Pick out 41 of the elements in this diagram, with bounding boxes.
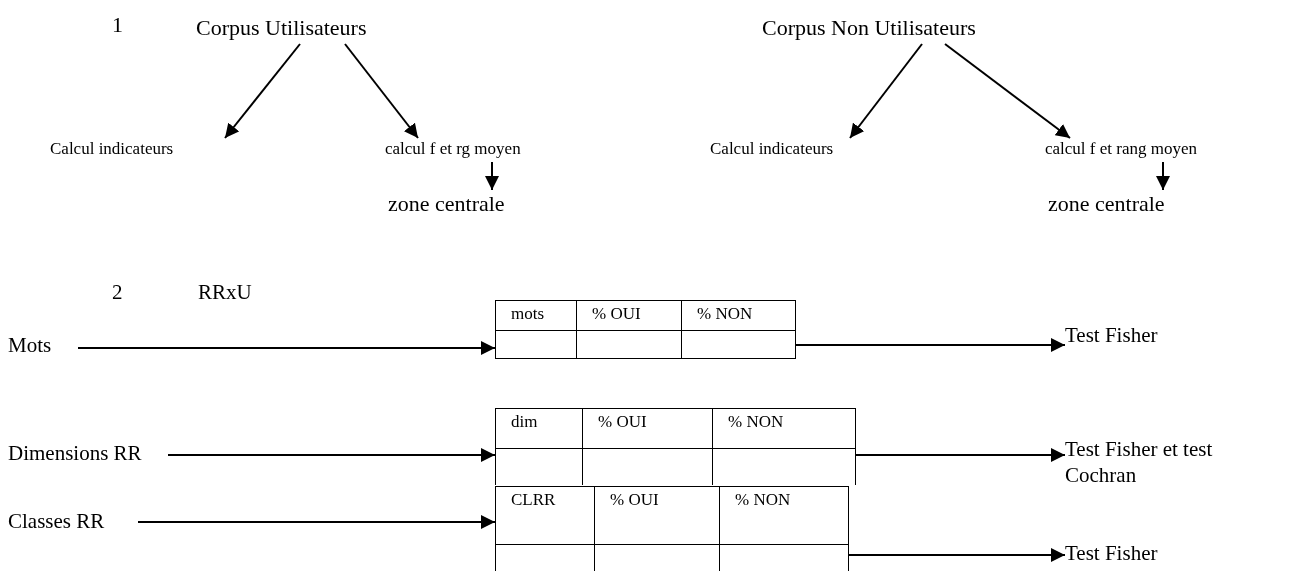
node-text: Corpus Non Utilisateurs [762, 14, 1082, 44]
column-header: % OUI [582, 408, 713, 449]
column-header: mots [495, 300, 577, 331]
node-text: Classes RR [8, 508, 138, 536]
node-text: Test Fisher et test Cochran [1065, 436, 1265, 490]
node-text: calcul f et rg moyen [385, 138, 610, 162]
column-header: % NON [681, 300, 796, 331]
arrow [167, 448, 496, 462]
arrow [77, 341, 496, 355]
node-text: Calcul indicateurs [710, 138, 910, 162]
step-number: 2 [112, 282, 123, 303]
node-text: Test Fisher [1065, 322, 1195, 352]
column-header: CLRR [495, 486, 595, 545]
node-text: zone centrale [388, 190, 568, 220]
node-text: calcul f et rang moyen [1045, 138, 1295, 162]
node-text: Dimensions RR [8, 440, 168, 468]
data-table [495, 300, 796, 359]
arrow [344, 43, 419, 139]
arrow [849, 43, 923, 139]
step-number: RRxU [198, 282, 252, 303]
column-header: % NON [712, 408, 856, 449]
data-table [495, 408, 856, 485]
node-text: Mots [8, 332, 78, 360]
arrow [1156, 161, 1170, 191]
arrow [224, 43, 301, 139]
column-header: dim [495, 408, 583, 449]
arrow [794, 338, 1066, 352]
node-text: zone centrale [1048, 190, 1228, 220]
arrow [854, 448, 1066, 462]
data-table [495, 486, 849, 571]
node-text: Test Fisher [1065, 540, 1195, 570]
node-text: Corpus Utilisateurs [196, 14, 452, 44]
arrow [485, 161, 499, 191]
node-text: Calcul indicateurs [50, 138, 250, 162]
column-header: % OUI [594, 486, 720, 545]
arrow [944, 43, 1071, 139]
arrow [137, 515, 496, 529]
step-number: 1 [112, 14, 123, 36]
column-header: % NON [719, 486, 849, 545]
arrow [847, 548, 1066, 562]
column-header: % OUI [576, 300, 682, 331]
